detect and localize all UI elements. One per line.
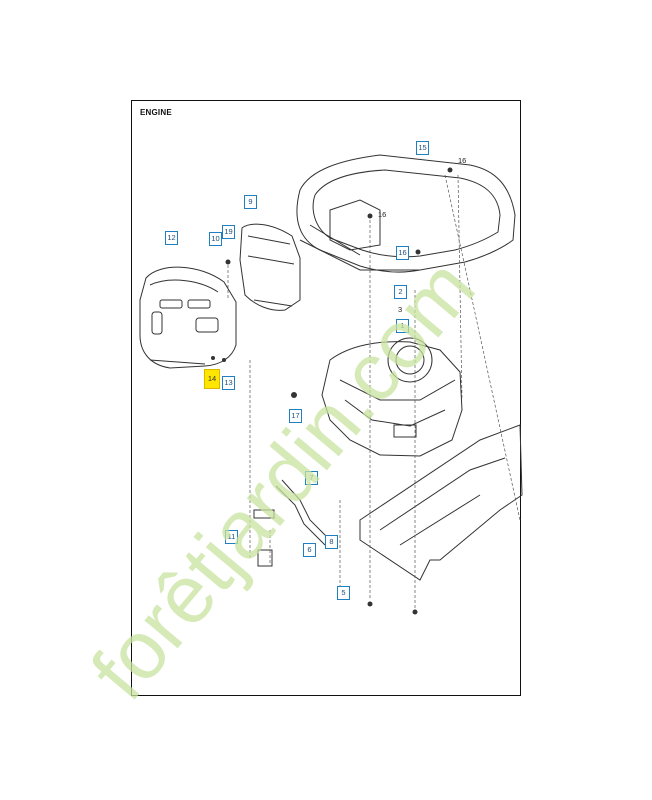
callout-13: 13 (222, 376, 235, 390)
diagram-title: ENGINE (140, 108, 172, 117)
callout-7: 7 (305, 471, 318, 485)
diagram-frame (131, 100, 521, 696)
callout-14-highlighted: 14 (204, 369, 220, 389)
callout-12: 12 (165, 231, 178, 245)
callout-10: 10 (209, 232, 222, 246)
callout-9: 9 (244, 195, 257, 209)
callout-17: 17 (289, 409, 302, 423)
callout-16-right: 16 (396, 246, 409, 260)
callout-8: 8 (325, 535, 338, 549)
callout-11: 11 (225, 530, 238, 544)
callout-16-top: 16 (458, 156, 467, 165)
engine-block (321, 341, 463, 457)
exhaust-pipe (281, 479, 331, 541)
chassis-frame (359, 424, 523, 581)
callout-16-mid: 16 (378, 210, 387, 219)
callout-5: 5 (337, 586, 350, 600)
callout-19: 19 (222, 225, 235, 239)
callout-1: 1 (396, 319, 409, 333)
callout-15: 15 (416, 141, 429, 155)
front-grille (139, 266, 237, 369)
callout-2: 2 (394, 285, 407, 299)
hood-panel (239, 223, 301, 311)
callout-3: 3 (398, 305, 403, 314)
callout-6: 6 (303, 543, 316, 557)
